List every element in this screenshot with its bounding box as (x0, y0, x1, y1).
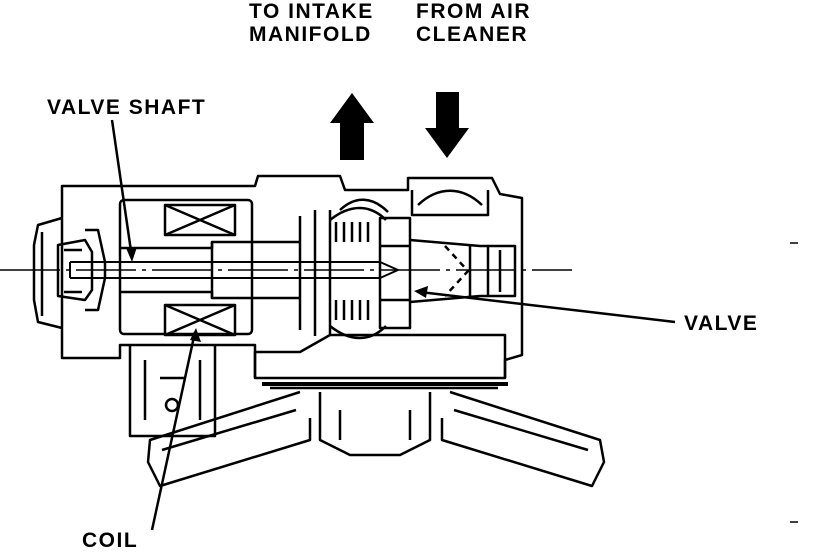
coil-label: COIL (82, 529, 139, 552)
from-air-label-line1: FROM AIR (416, 0, 532, 23)
valve-housing-outline (60, 174, 524, 380)
center-boss (318, 392, 432, 457)
air-inlet-chamber (410, 190, 490, 217)
diaphragm-pack (298, 206, 387, 340)
valve-leader (419, 290, 676, 324)
valve-shaft-leader (110, 119, 134, 259)
coil-winding-lower (163, 303, 237, 337)
lower-body (253, 333, 507, 378)
to-intake-label-line2: MANIFOLD (249, 23, 372, 46)
end-cap (56, 238, 94, 302)
coil-leader (150, 331, 197, 531)
valve-seat (378, 216, 412, 330)
left-flange (32, 216, 63, 330)
valve-shaft-label: VALVE SHAFT (47, 96, 207, 119)
valve-shaft (70, 261, 380, 279)
to-intake-arrow-icon (330, 93, 374, 160)
coil-winding-upper (163, 203, 237, 237)
from-air-arrow-icon (425, 92, 469, 158)
mounting-bracket-left (146, 390, 312, 488)
valve-label: VALVE (684, 312, 759, 335)
from-air-label-line2: CLEANER (416, 23, 529, 46)
to-intake-label-line1: TO INTAKE (249, 0, 374, 23)
mounting-bracket-right (440, 390, 606, 488)
